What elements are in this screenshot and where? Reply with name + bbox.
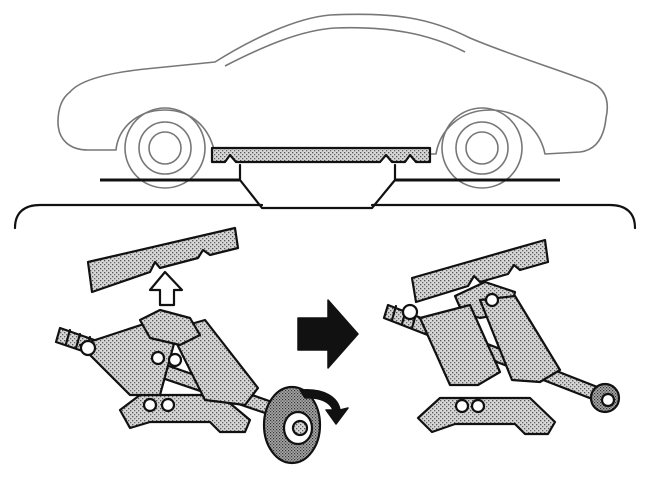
pivot-bolt — [454, 398, 470, 414]
car-body — [57, 13, 609, 155]
jack-base-after — [416, 396, 557, 436]
jack-before — [54, 226, 349, 465]
jack-arm-right-before — [168, 318, 260, 407]
pivot-bolt — [142, 397, 158, 413]
lift-arrow — [148, 270, 184, 307]
pivot-bolt — [470, 398, 486, 414]
detail-bracket — [13, 203, 637, 230]
car-window-line — [224, 26, 466, 67]
front-wheel — [124, 107, 206, 189]
underbody-plate-after — [410, 238, 550, 304]
underbody-plate-before — [86, 226, 240, 294]
pivot-bolt — [167, 352, 183, 368]
jack-point-callout — [238, 163, 397, 210]
jack-arm-right-after — [478, 294, 562, 384]
jack-saddle-before — [138, 308, 202, 347]
pivot-bolt — [150, 350, 166, 366]
pivot-bolt — [401, 303, 419, 321]
crank-fitting-after — [589, 382, 621, 414]
crank-rotation-arrow — [299, 389, 349, 425]
jack-point-rail — [210, 146, 432, 164]
pivot-bolt — [484, 292, 500, 308]
jack-arm-left-after — [418, 303, 502, 387]
sequence-arrow — [297, 299, 359, 369]
pivot-bolt — [160, 397, 176, 413]
jack-after — [382, 238, 621, 436]
jack-arm-left-before — [78, 320, 177, 397]
rear-wheel — [441, 107, 523, 189]
pivot-bolt — [79, 339, 97, 357]
car-overview — [57, 13, 609, 210]
